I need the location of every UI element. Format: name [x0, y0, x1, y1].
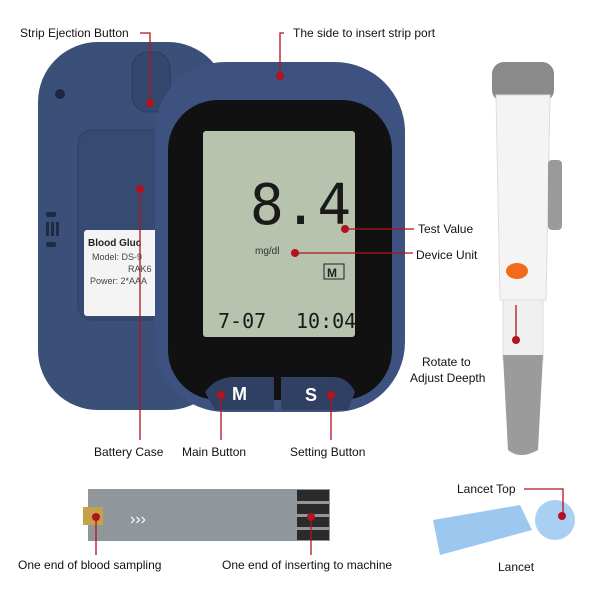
label-rotate-2: Adjust Deepth [410, 371, 486, 385]
label-battery-case: Battery Case [94, 445, 164, 459]
back-label-title: Blood Gluc [88, 238, 142, 249]
label-strip-port: The side to insert strip port [293, 26, 436, 40]
label-strip-ejection: Strip Ejection Button [20, 26, 129, 40]
back-label-power: Power: 2*AAA [90, 276, 147, 286]
lcd-screen [203, 131, 355, 337]
label-device-unit: Device Unit [416, 248, 478, 262]
setting-button-label: S [305, 385, 317, 405]
unit-display: mg/dl [255, 246, 279, 257]
memory-icon: M [327, 266, 337, 280]
leader-lines [95, 32, 564, 555]
meter-front: 8.4 mg/dl M 7-07 10:04 M S [155, 62, 405, 412]
depth-cap[interactable] [503, 355, 543, 455]
screw-icon [55, 89, 65, 99]
release-button[interactable] [506, 263, 528, 279]
main-button-label: M [232, 384, 247, 404]
back-label-sticker [84, 230, 164, 316]
leader-dots [92, 72, 566, 521]
chevron-arrows-icon: ››› [130, 511, 146, 528]
main-button[interactable] [205, 377, 274, 410]
strip-ejection-button[interactable] [131, 51, 171, 113]
label-lancet: Lancet [498, 560, 535, 574]
test-strip: ››› [83, 489, 330, 541]
label-setting-button: Setting Button [290, 445, 366, 459]
back-label-model: Model: DS-9 [92, 252, 142, 262]
test-value-display: 8.4 [250, 173, 351, 238]
label-lancet-top: Lancet Top [457, 482, 516, 496]
setting-button[interactable] [281, 377, 355, 410]
label-main-button: Main Button [182, 445, 247, 459]
lancet-top [535, 500, 575, 540]
label-rotate-1: Rotate to [422, 355, 471, 369]
label-blood-sampling: One end of blood sampling [18, 558, 162, 572]
label-inserting: One end of inserting to machine [222, 558, 393, 572]
time-display: 10:04 [296, 309, 356, 333]
lancing-device [492, 62, 562, 455]
label-test-value: Test Value [418, 222, 474, 236]
date-display: 7-07 [218, 309, 266, 333]
lancet [433, 500, 575, 555]
